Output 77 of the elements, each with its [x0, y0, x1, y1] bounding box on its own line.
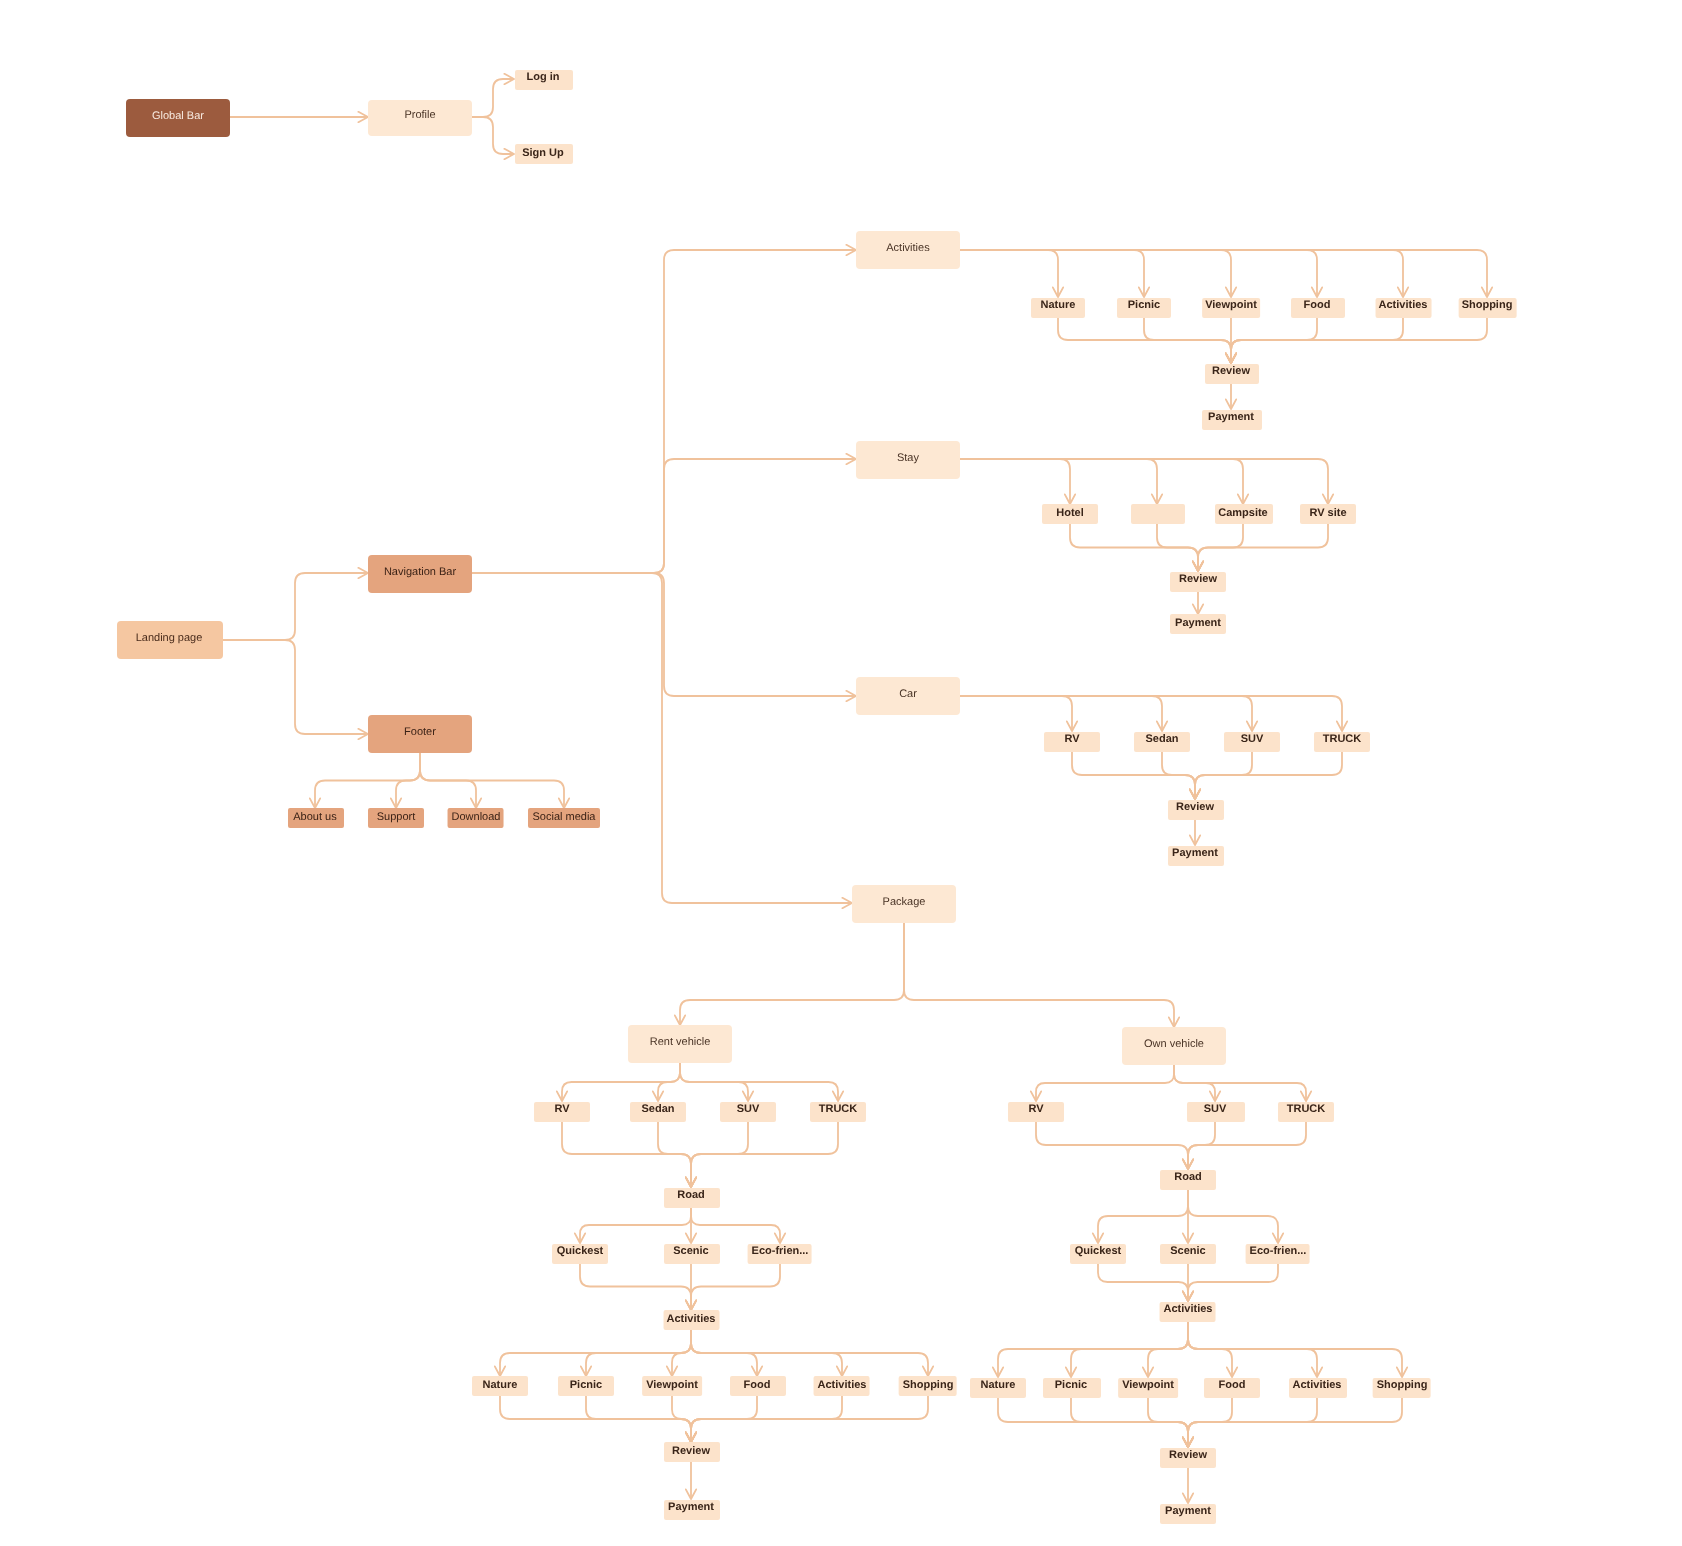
connector-arrow [1173, 1064, 1313, 1102]
sitemap-node [856, 440, 960, 478]
connector-arrow [1187, 1188, 1285, 1244]
connector-arrow [1191, 523, 1329, 572]
sitemap-node [1042, 504, 1098, 524]
connector-arrow [471, 116, 515, 161]
sitemap-node [514, 144, 572, 164]
sitemap-node [1167, 799, 1223, 819]
sitemap-node [1314, 731, 1370, 751]
connector-arrow [690, 1329, 935, 1377]
sitemap-node [1224, 731, 1280, 751]
sitemap-node [852, 884, 956, 922]
connector-arrow [229, 110, 369, 124]
connector-arrow [1181, 1466, 1195, 1504]
connector-arrow [1224, 382, 1238, 410]
sitemap-node [368, 554, 472, 592]
sitemap-node [856, 231, 960, 269]
sitemap-node [720, 1101, 776, 1121]
sitemap-node [558, 1376, 614, 1396]
sitemap-node [472, 1376, 528, 1396]
sitemap-node [1204, 1377, 1260, 1397]
sitemap-node [1160, 1503, 1216, 1523]
connector-arrow [684, 1120, 839, 1188]
sitemap-node [514, 69, 572, 89]
sitemap-node [663, 1499, 719, 1519]
sitemap-node [1186, 1101, 1244, 1121]
sitemap-node [1044, 731, 1100, 751]
connector-arrow [959, 458, 1335, 505]
sitemap-node [1170, 614, 1226, 634]
connector-arrow [903, 921, 1181, 1028]
connector-arrow [690, 1206, 787, 1244]
sitemap-node [116, 621, 222, 659]
sitemap-node [1134, 731, 1190, 751]
sitemap-node [1278, 1101, 1334, 1121]
sitemap-node [663, 1187, 719, 1207]
connector-arrow [221, 639, 369, 741]
connector-arrow [1181, 1120, 1307, 1170]
connector-arrow [1191, 590, 1205, 615]
sitemap-node [1160, 1243, 1216, 1263]
sitemap-node [1201, 409, 1261, 429]
sitemap-node [1300, 504, 1356, 524]
sitemap-node [1290, 297, 1344, 317]
sitemap-node [663, 1442, 719, 1462]
sitemap-node [628, 1025, 732, 1063]
connector-arrow [679, 1062, 845, 1102]
sitemap-node [126, 98, 230, 136]
sitemap-node [368, 99, 472, 135]
sitemap-node [287, 808, 343, 828]
sitemap-node [663, 1243, 719, 1263]
connector-arrow [1188, 750, 1343, 800]
sitemap-node [630, 1101, 686, 1121]
sitemap-node [1170, 571, 1226, 591]
sitemap-node [534, 1101, 590, 1121]
sitemap-node [368, 715, 472, 753]
sitemap-node [810, 1101, 866, 1121]
connector-arrow [1188, 818, 1202, 846]
sitemap-node [1167, 845, 1223, 865]
sitemap-node [729, 1376, 785, 1396]
connector-arrow [419, 752, 571, 809]
sitemap-node [856, 677, 960, 715]
connector-arrow [959, 249, 1494, 298]
connector-arrow [1187, 1320, 1409, 1378]
sitemap-node [1031, 297, 1085, 317]
sitemap-node [1117, 297, 1171, 317]
sitemap-node [1122, 1027, 1226, 1065]
sitemap-node [1042, 1377, 1100, 1397]
connector-arrow [684, 1461, 698, 1500]
sitemap-node [1160, 1447, 1216, 1467]
empty-box [1130, 504, 1184, 524]
sitemap-node [1160, 1169, 1216, 1189]
connector-arrow [684, 1262, 781, 1311]
sitemap-node [368, 808, 424, 828]
sitemap-node [970, 1377, 1026, 1397]
connector-arrow [1181, 1262, 1279, 1302]
sitemap-node [1008, 1101, 1064, 1121]
connector-arrow [959, 695, 1349, 732]
sitemap-node [1204, 363, 1258, 383]
